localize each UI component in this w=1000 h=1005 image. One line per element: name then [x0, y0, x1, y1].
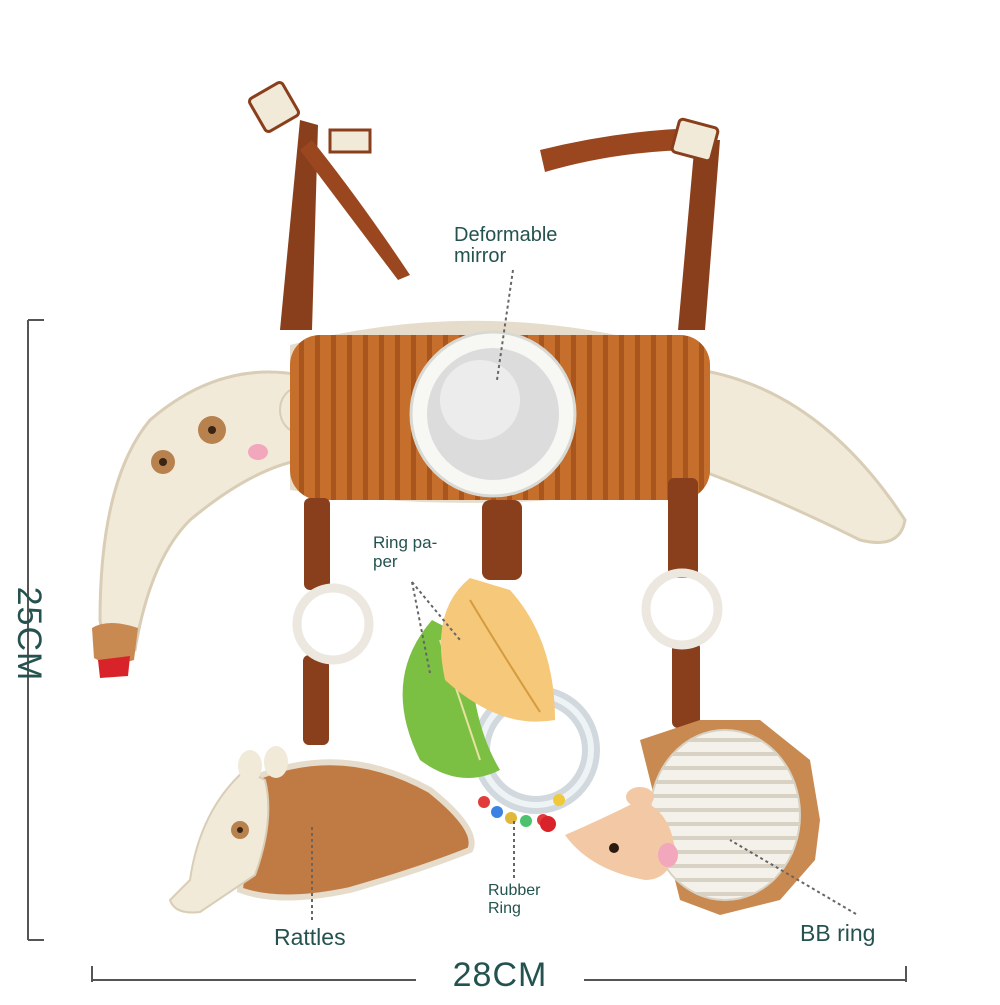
callout-ring-paper-line1: Ring pa-: [373, 533, 438, 552]
width-dimension-label: 28CM: [452, 956, 548, 994]
plastic-rings: [292, 568, 723, 665]
callout-lines: [311, 269, 857, 920]
anteater-head: [92, 370, 317, 678]
callout-bb-ring: BB ring: [800, 920, 876, 946]
callout-mirror-line2: mirror: [454, 245, 507, 267]
anteater-tail: [698, 368, 907, 544]
ring-paper-leaves: [402, 578, 555, 778]
deformable-mirror: [409, 330, 577, 498]
height-dimension-label: 25CM: [10, 586, 48, 682]
callout-rattles: Rattles: [274, 924, 346, 950]
hanging-straps: [248, 81, 720, 330]
callout-rubber-line2: Ring: [488, 900, 521, 917]
height-dimension-line: [27, 319, 44, 941]
lower-straps: [303, 478, 700, 745]
callout-ring-paper-line2: per: [373, 552, 398, 571]
width-dimension-line: [91, 966, 907, 982]
callout-mirror-line1: Deformable: [454, 224, 558, 246]
callout-rubber-line1: Rubber: [488, 882, 541, 899]
callout-ring-paper: Ring pa- per: [373, 533, 437, 571]
rattle-anteater: [168, 746, 475, 914]
hedgehog-bb-ring: [540, 720, 820, 915]
callout-deformable-mirror: Deformable mirror: [454, 225, 557, 267]
callout-rubber-ring: Rubber Ring: [488, 882, 540, 918]
